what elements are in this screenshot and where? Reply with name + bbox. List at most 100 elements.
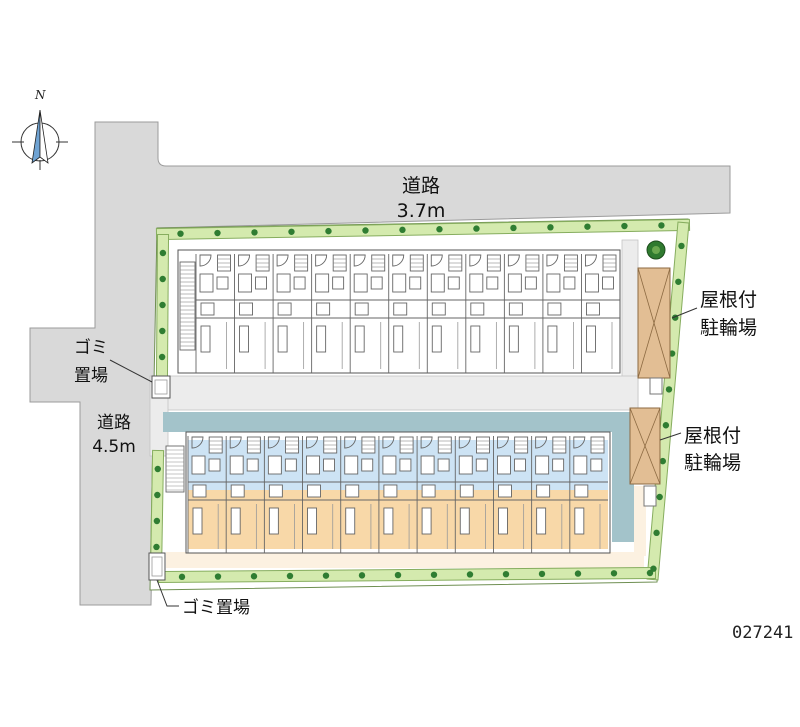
tree-icon — [668, 350, 676, 357]
apartment-unit — [542, 254, 578, 373]
tree-icon — [436, 226, 443, 233]
bike-shelter-label-north: 屋根付 駐輪場 — [700, 289, 757, 339]
apartment-unit — [531, 436, 567, 553]
tree-icon — [574, 570, 582, 577]
road-label-west: 道路 4.5m — [92, 413, 136, 457]
kitchen-fixture — [392, 273, 407, 293]
storage-fixture — [536, 484, 551, 498]
kitchen-fixture — [276, 273, 291, 293]
apartment-unit — [503, 254, 540, 373]
shelter-label-line1: 屋根付 — [684, 425, 741, 447]
garbage-station-south — [148, 552, 166, 581]
bed-fixture — [574, 507, 585, 535]
apartment-unit — [493, 436, 529, 553]
bed-fixture — [277, 325, 288, 353]
apartment-unit — [581, 254, 617, 373]
compass-needle-shade — [31, 109, 41, 164]
apartment-unit — [187, 436, 223, 553]
bath-fixture — [514, 458, 526, 472]
stairs-frame — [165, 445, 185, 493]
tree-icon — [656, 493, 663, 501]
apartment-unit — [416, 436, 452, 553]
storage-fixture — [239, 302, 253, 316]
bed-fixture — [431, 325, 442, 353]
storage-fixture — [268, 484, 283, 498]
tree-icon — [159, 249, 167, 257]
apartment-unit — [195, 254, 231, 373]
building-south — [165, 431, 611, 554]
storage-fixture — [345, 484, 360, 498]
kitchen-fixture — [267, 455, 282, 475]
storage-fixture — [431, 302, 446, 316]
bed-fixture — [307, 507, 317, 535]
door-swing-icon — [382, 436, 395, 449]
door-swing-icon — [420, 436, 433, 449]
road-width-label: 4.5m — [92, 437, 136, 457]
tree-icon — [154, 491, 161, 499]
door-swing-icon — [229, 436, 242, 449]
storage-fixture — [277, 302, 292, 316]
storage-fixture — [421, 484, 436, 498]
apartment-unit — [388, 254, 424, 373]
door-swing-icon — [353, 254, 366, 267]
bed-fixture — [586, 325, 596, 353]
garbage-station-icon — [151, 375, 171, 399]
apartment-unit — [426, 254, 463, 373]
leader-line — [659, 432, 682, 441]
tree-icon — [214, 573, 222, 580]
highlight-band — [163, 412, 634, 542]
bath-fixture — [602, 276, 614, 290]
garbage-bin — [154, 379, 168, 395]
storage-fixture — [508, 302, 523, 316]
hedge — [158, 567, 656, 583]
storage-fixture — [574, 484, 589, 498]
door-swing-icon — [276, 254, 289, 267]
door-swing-icon — [430, 254, 443, 267]
door-swing-icon — [469, 254, 482, 267]
bath-fixture — [563, 276, 576, 290]
shelter-post — [643, 485, 657, 507]
bath-fixture — [475, 458, 488, 472]
building-north — [177, 249, 621, 374]
shelter-cross-line — [637, 267, 671, 379]
road-name: 道路 — [97, 413, 131, 433]
central-walkway — [165, 375, 639, 411]
storage-fixture — [192, 484, 207, 498]
bed-fixture — [547, 325, 558, 353]
tree-icon — [159, 275, 166, 283]
bed-fixture — [393, 325, 404, 353]
bed-fixture — [470, 325, 481, 353]
tree-icon — [538, 570, 546, 578]
kitchen-fixture — [497, 455, 511, 475]
kitchen-fixture — [585, 273, 599, 293]
bath-fixture — [293, 276, 306, 290]
storage-fixture — [383, 484, 398, 498]
leader-line — [109, 359, 153, 383]
apartment-unit — [349, 254, 386, 373]
kitchen-fixture — [191, 455, 206, 475]
kitchen-fixture — [306, 455, 320, 475]
tree-icon — [659, 457, 666, 465]
shelter-cross-line — [629, 407, 661, 485]
bed-fixture — [421, 507, 432, 535]
tree-icon — [250, 573, 258, 580]
garbage-station-north — [151, 375, 171, 399]
bath-fixture — [524, 276, 537, 290]
storage-fixture — [316, 302, 331, 316]
kitchen-fixture — [535, 455, 550, 475]
tree-icon — [159, 327, 166, 335]
storage-fixture — [200, 302, 215, 316]
tree-icon — [430, 571, 438, 578]
kitchen-fixture — [458, 455, 473, 475]
apartment-unit — [272, 254, 309, 373]
door-swing-icon — [199, 254, 212, 267]
tree-icon — [665, 386, 673, 393]
rear-yard — [166, 552, 644, 568]
apartment-unit — [454, 436, 490, 553]
bath-fixture — [590, 458, 603, 472]
kitchen-fixture — [507, 273, 522, 293]
tree-icon — [288, 228, 295, 235]
apartment-unit — [340, 436, 376, 553]
apartment-unit — [311, 254, 347, 373]
